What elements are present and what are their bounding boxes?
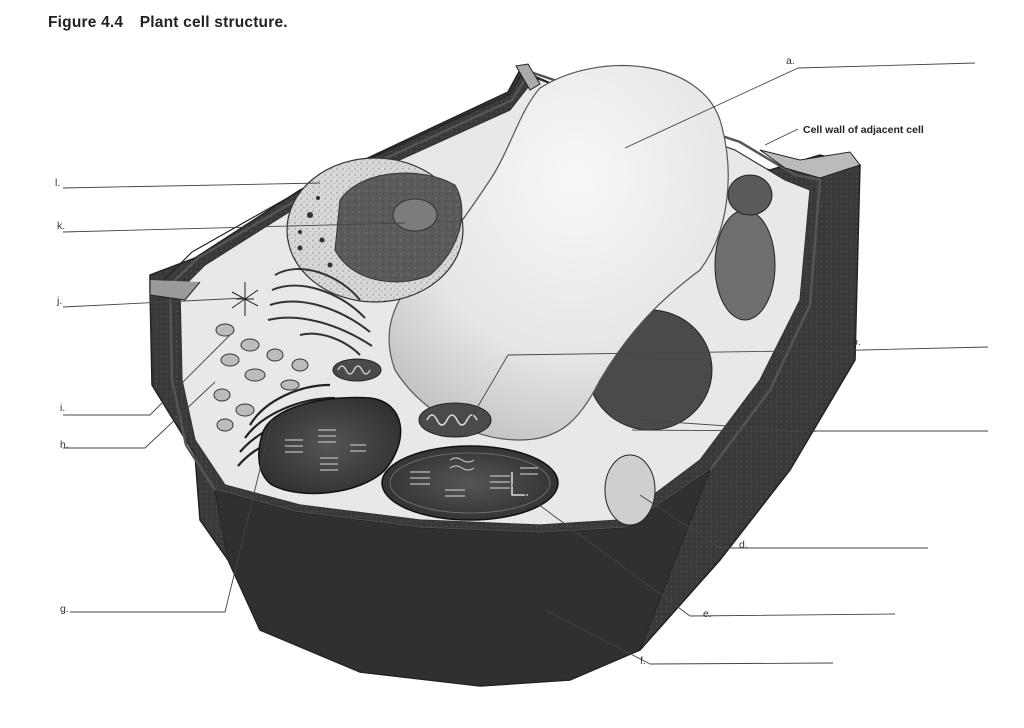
- annotation-adjacent-cell-wall: Cell wall of adjacent cell: [803, 124, 924, 136]
- label-l: l.: [55, 177, 60, 189]
- nucleus: [286, 157, 464, 303]
- nucleolus: [392, 198, 438, 232]
- label-b: b.: [852, 336, 861, 348]
- figure-title: Plant cell structure.: [139, 14, 288, 31]
- label-d: d.: [739, 539, 748, 551]
- star-structure: [231, 282, 259, 316]
- leader-lines: [62, 62, 989, 665]
- chloroplast: [381, 445, 559, 521]
- vesicles: [213, 323, 309, 432]
- label-k: k.: [57, 220, 65, 232]
- label-j: j.: [56, 295, 62, 307]
- label-i: i.: [60, 402, 65, 414]
- figure-number: Figure 4.4: [48, 14, 124, 31]
- label-h: h.: [60, 439, 69, 451]
- chloroplast-left: [258, 396, 402, 495]
- label-c: c.: [808, 423, 816, 435]
- label-f: f.: [640, 655, 646, 667]
- label-a: a.: [786, 55, 795, 67]
- label-e: e.: [703, 608, 712, 620]
- mitochondrion-small: [332, 358, 382, 382]
- label-g: g.: [60, 603, 69, 615]
- endoplasmic-reticulum: [267, 268, 373, 356]
- mitochondrion: [418, 402, 492, 438]
- figure-caption: Figure 4.4 Plant cell structure.: [48, 14, 288, 32]
